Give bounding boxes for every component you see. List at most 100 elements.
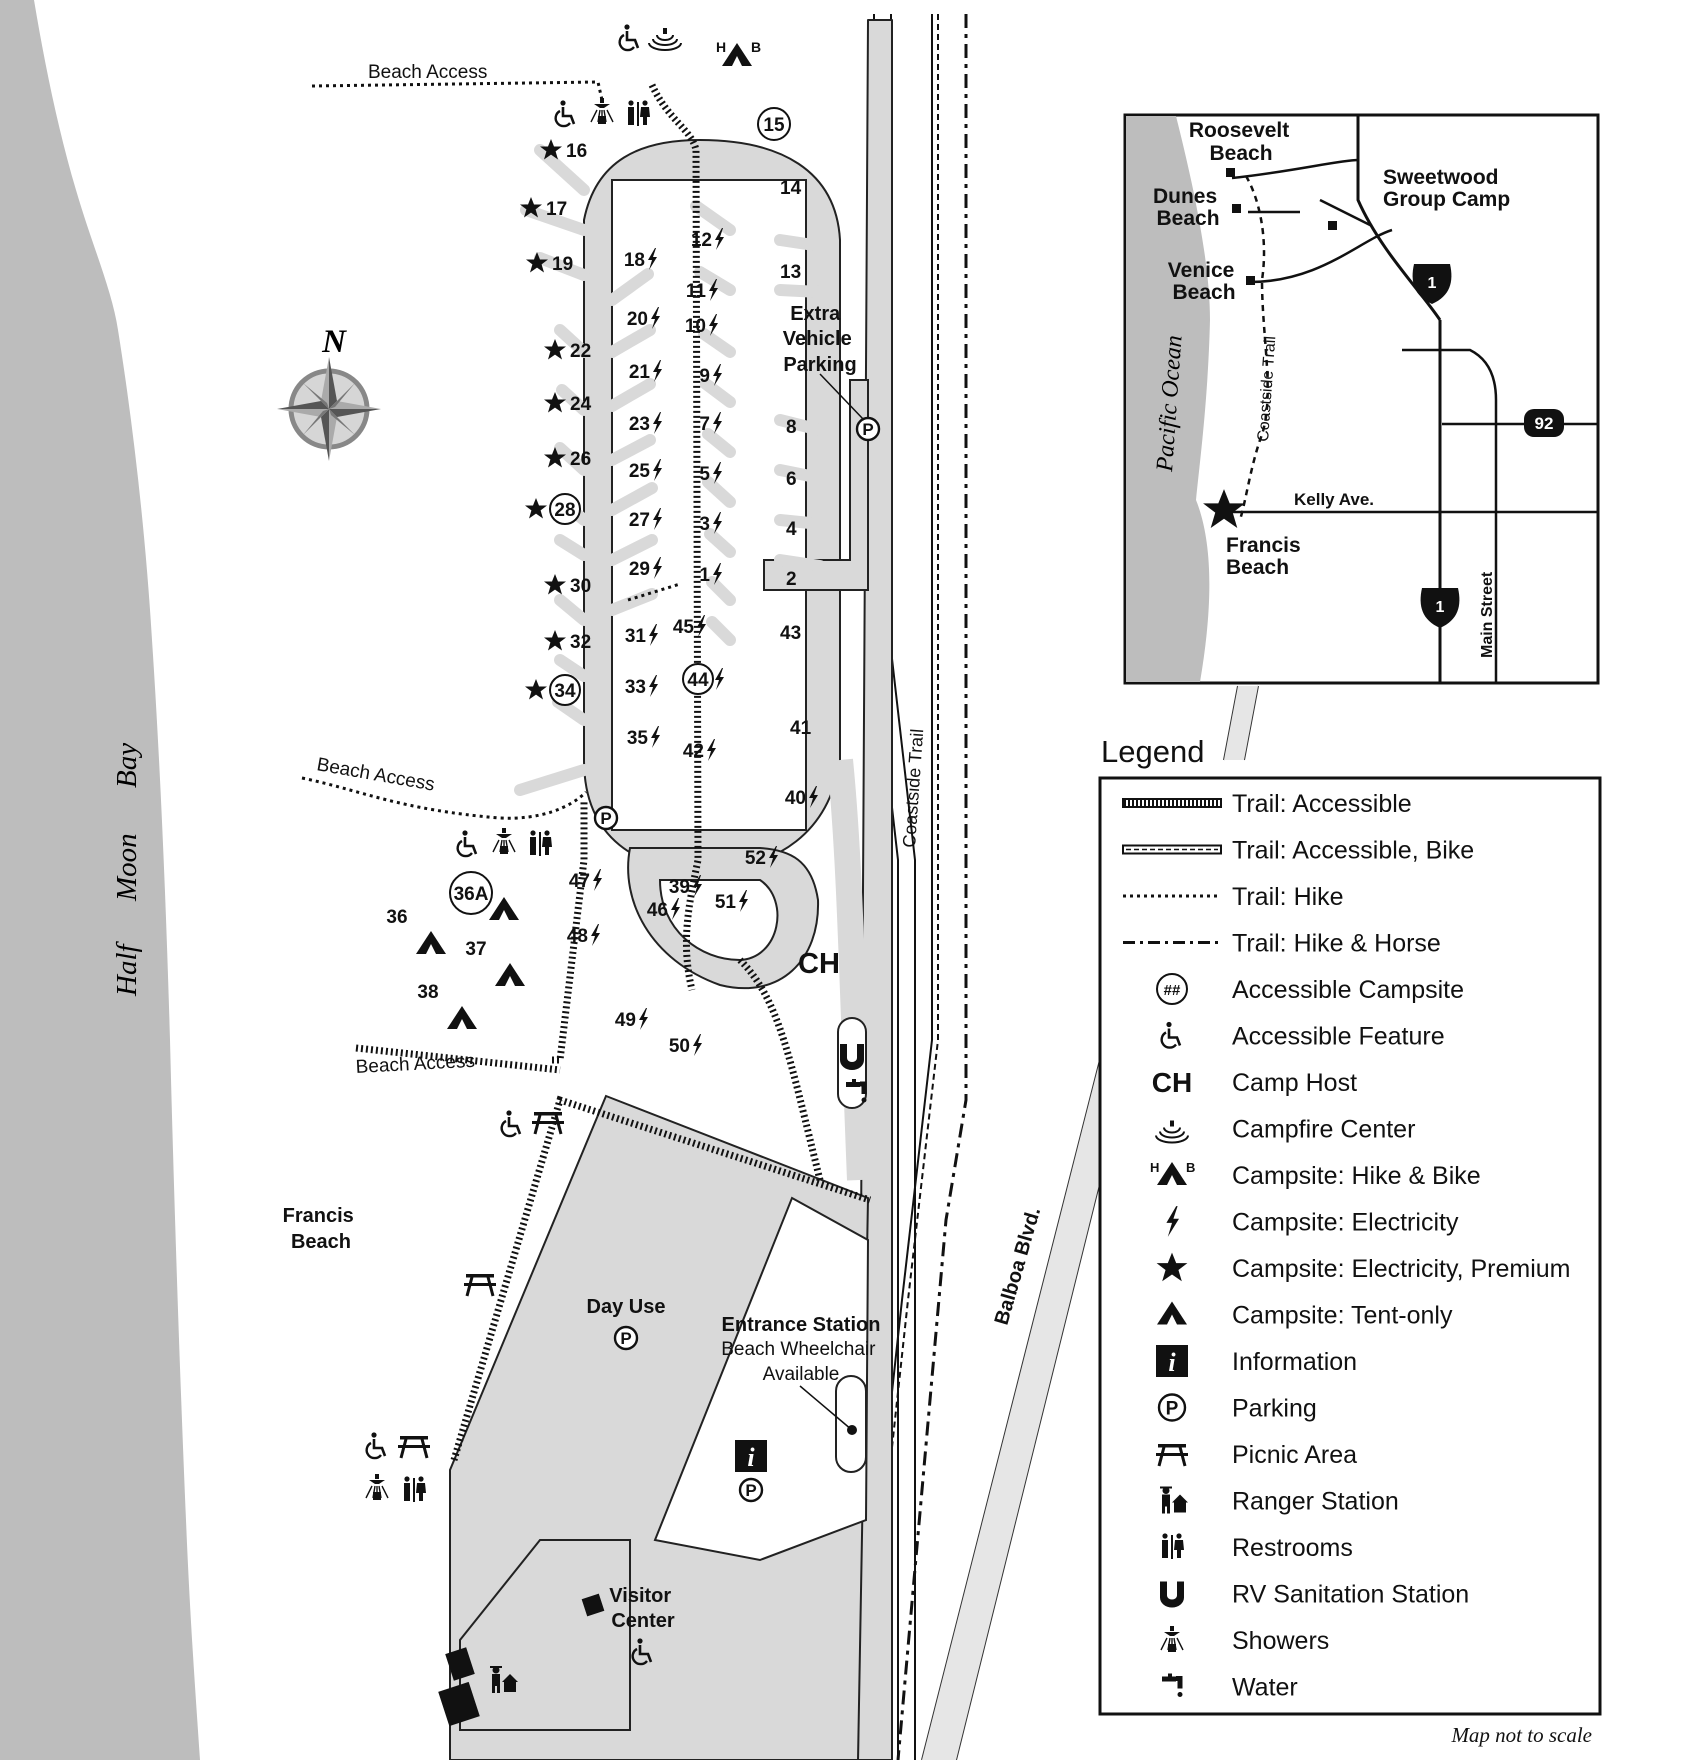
- trail-accessible-bike-icon: [1122, 844, 1222, 855]
- accessible-campsite-number: 15: [763, 115, 785, 136]
- electric-campsite-number: 9: [699, 366, 710, 387]
- showers-icon: [492, 827, 516, 855]
- accessible-campsite-glyph: ##: [1164, 982, 1181, 999]
- day-use-label: Day Use: [587, 1296, 666, 1318]
- legend-row: Water: [1162, 1674, 1298, 1702]
- bay-word-3: Bay: [111, 743, 143, 788]
- legend-label: Accessible Feature: [1232, 1023, 1445, 1051]
- premium-campsite-number: 32: [570, 632, 591, 653]
- premium-campsite-number: 19: [552, 254, 573, 275]
- bay-name: Half Moon Bay: [111, 743, 143, 997]
- ocean: [0, 0, 200, 1760]
- facility-icons: H B i: [365, 23, 881, 1727]
- beach-access-label-middle: Beach Access: [315, 754, 436, 795]
- legend-row: RV Sanitation Station: [1160, 1581, 1469, 1609]
- visitor-center-label: Visitor Center: [609, 1585, 676, 1632]
- bay-word-1: Half: [111, 941, 143, 998]
- information-glyph: i: [1168, 1348, 1176, 1377]
- information-glyph: i: [747, 1443, 755, 1472]
- tent-campsite-number: 38: [417, 982, 438, 1003]
- legend-label: RV Sanitation Station: [1232, 1581, 1469, 1609]
- accessible-campsite-icon: ##: [1156, 973, 1188, 1005]
- sweetwood-marker: [1328, 221, 1337, 230]
- parking-glyph: P: [1166, 1399, 1179, 1420]
- electric-campsite-number: 50: [669, 1036, 690, 1057]
- camp-host-label: CH: [798, 948, 840, 980]
- roosevelt-beach-label: Roosevelt Beach: [1189, 119, 1295, 165]
- inset-ocean: [1126, 116, 1210, 682]
- legend-label: Accessible Campsite: [1232, 976, 1464, 1004]
- campsite-number: 4: [786, 519, 797, 540]
- legend-row: ## Accessible Campsite: [1156, 973, 1464, 1005]
- hwy-92-number: 92: [1535, 414, 1554, 433]
- accessible-campsite-ring: [549, 674, 581, 706]
- premium-campsite-number: 30: [570, 576, 591, 597]
- picnic-table-icon: [396, 1434, 432, 1460]
- restrooms-icon: [404, 1476, 426, 1502]
- trail-accessible-icon: [1122, 798, 1222, 808]
- legend-row: P Parking: [1157, 1393, 1317, 1423]
- accessible-premium-campsite-number: 34: [554, 681, 576, 702]
- venice-beach-marker: [1246, 276, 1255, 285]
- dunes-beach-marker: [1232, 204, 1241, 213]
- visitor-center-lot: [459, 1539, 631, 1731]
- premium-campsite-number: 26: [570, 449, 591, 470]
- tent-icon: [447, 1006, 477, 1029]
- legend-label: Trail: Hike: [1232, 883, 1344, 911]
- electricity-icon: [593, 869, 602, 891]
- legend-label: Trail: Hike & Horse: [1232, 930, 1441, 958]
- campsite-number: 6: [786, 469, 797, 490]
- hike-bike-campsite-icon: H B: [716, 39, 761, 66]
- accessible-trails: [355, 83, 872, 1461]
- campsite-number: 43: [780, 623, 801, 644]
- hwy-1-number: 1: [1428, 275, 1437, 292]
- compass-rose-icon: [277, 357, 381, 461]
- wheelchair-pickup-marker: [847, 1425, 857, 1435]
- accessible-icon: [618, 23, 640, 52]
- tent-icon: [495, 963, 525, 986]
- coastside-trail-label: Coastside Trail: [899, 728, 927, 848]
- legend-row: Trail: Accessible, Bike: [1122, 837, 1474, 865]
- accessible-campsite-ring: [757, 107, 791, 141]
- legend-label: Parking: [1232, 1395, 1317, 1423]
- star-icon: [525, 498, 547, 519]
- legend-row: Campfire Center: [1155, 1116, 1415, 1144]
- electric-campsite-number: 29: [629, 559, 650, 580]
- parking-icon: [613, 1325, 639, 1351]
- restrooms-icon: [628, 100, 650, 126]
- bike-letter: B: [751, 39, 761, 55]
- electric-campsite-number: 42: [683, 741, 704, 762]
- accessible-electric-campsite-number: 44: [687, 670, 709, 691]
- dunes-beach-label: Dunes Beach: [1153, 185, 1223, 230]
- picnic-table-icon: [530, 1110, 566, 1136]
- electric-campsite-number: 1: [699, 565, 710, 586]
- restrooms-icon: [1162, 1533, 1184, 1559]
- parking-icon: [855, 416, 881, 442]
- campsite-number: 13: [780, 262, 801, 283]
- campsite-number: 41: [790, 718, 812, 739]
- legend-label: Water: [1232, 1674, 1298, 1702]
- picnic-table-icon: [462, 1272, 498, 1298]
- accessible-icon: [365, 1431, 387, 1460]
- electric-campsite-number: 48: [567, 926, 588, 947]
- electric-campsite-number: 23: [629, 414, 650, 435]
- sweetwood-label: Sweetwood Group Camp: [1383, 166, 1510, 211]
- legend-label: Trail: Accessible, Bike: [1232, 837, 1474, 865]
- star-icon: [544, 339, 566, 360]
- legend-row: Ranger Station: [1160, 1486, 1399, 1516]
- electric-campsite-number: 25: [629, 461, 651, 482]
- electricity-icon: [591, 924, 600, 946]
- accessible-icon: [500, 1109, 522, 1138]
- premium-campsite-number: 22: [570, 341, 591, 362]
- beach-access-label-north: Beach Access: [368, 62, 487, 83]
- extra-vehicle-parking-lot: [763, 379, 869, 591]
- legend-row: Campsite: Electricity: [1166, 1206, 1459, 1237]
- electric-campsite-number: 47: [569, 871, 590, 892]
- legend-label: Campfire Center: [1232, 1116, 1415, 1144]
- legend-label: Campsite: Tent-only: [1232, 1302, 1453, 1330]
- parking-icon: P: [1157, 1393, 1187, 1422]
- legend-label: Campsite: Hike & Bike: [1232, 1162, 1481, 1190]
- electric-campsite-number: 7: [699, 414, 710, 435]
